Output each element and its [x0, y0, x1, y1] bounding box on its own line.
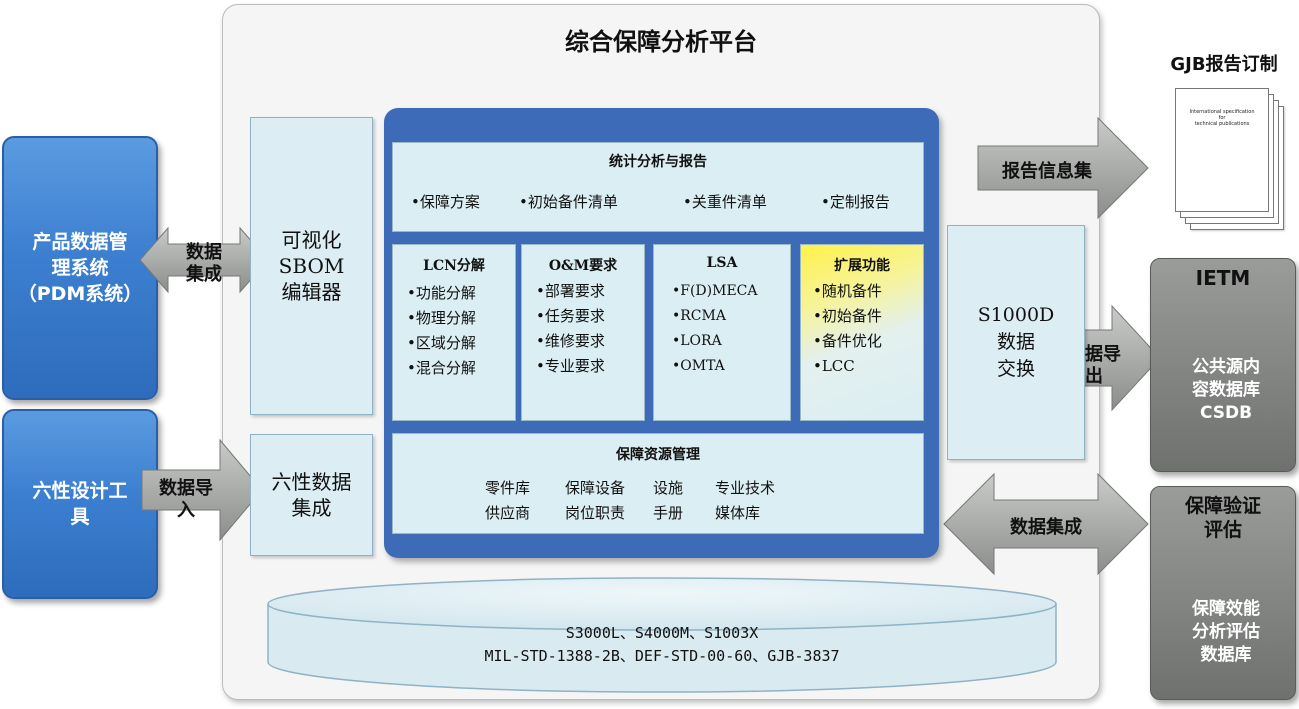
verification-box	[1150, 486, 1296, 700]
s1000d-exchange-box: S1000D 数据 交换	[947, 225, 1085, 460]
arrow-label-line: 数据	[186, 242, 222, 263]
stats-item: •定制报告	[821, 193, 890, 211]
six-line-2: 具	[70, 506, 90, 528]
data-integration-label-left: 数据 集成	[172, 242, 236, 286]
data-import-arrow	[141, 438, 263, 542]
report-document-icon: International specification for technica…	[1175, 88, 1269, 212]
stats-item: •初始备件清单	[519, 193, 618, 211]
lcn-item: •物理分解	[407, 309, 476, 327]
resource-item: 保障设备	[565, 479, 626, 497]
arrow-label-line: 出	[1085, 366, 1103, 387]
six-data-integration-box: 六性数据 集成	[250, 434, 373, 556]
lcn-panel: LCN分解 •功能分解 •物理分解 •区域分解 •混合分解	[392, 244, 516, 421]
stats-item: •关重件清单	[683, 193, 767, 211]
data-integration-label-right: 数据集成	[1010, 517, 1082, 538]
lcn-item: •区域分解	[407, 334, 476, 352]
doc-text: for	[1218, 115, 1226, 121]
s1000d-line: S1000D	[977, 304, 1055, 326]
lsa-panel: LSA •F(D)MECA •RCMA •LORA •OMTA	[653, 244, 791, 421]
lcn-item: •功能分解	[407, 284, 476, 302]
stats-title: 统计分析与报告	[609, 154, 707, 170]
extension-item: •随机备件	[813, 282, 882, 300]
standards-line: MIL-STD-1388-2B、DEF-STD-00-60、GJB-3837	[484, 647, 840, 665]
verification-title: 保障验证 评估	[1150, 494, 1296, 542]
extension-item: •LCC	[813, 357, 855, 375]
doc-text: International specification	[1189, 109, 1255, 115]
stats-report-panel: 统计分析与报告 •保障方案 •初始备件清单 •关重件清单 •定制报告	[392, 142, 924, 232]
extension-title: 扩展功能	[834, 258, 890, 274]
doc-text: technical publications	[1194, 121, 1250, 127]
csdb-line: 公共源内	[1192, 357, 1260, 377]
lsa-item: •F(D)MECA	[672, 283, 758, 299]
lcn-item: •混合分解	[407, 359, 476, 377]
csdb-label: 公共源内 容数据库 CSDB	[1164, 356, 1288, 425]
resource-item: 媒体库	[715, 504, 761, 522]
verification-db-line: 数据库	[1200, 645, 1252, 665]
report-info-label: 报告信息集	[1002, 161, 1092, 182]
lsa-title: LSA	[706, 255, 738, 271]
sbom-line: 编辑器	[281, 280, 342, 304]
resource-item: 岗位职责	[565, 504, 626, 522]
standards-text: S3000L、S4000M、S1003X MIL-STD-1388-2B、DEF…	[268, 622, 1056, 668]
lcn-title: LCN分解	[423, 258, 485, 274]
sbom-editor-box: 可视化 SBOM 编辑器	[250, 117, 373, 415]
s1000d-line: 数据	[996, 331, 1035, 353]
om-item: •专业要求	[536, 357, 605, 375]
gjb-title: GJB报告订制	[1170, 54, 1278, 75]
om-item: •部署要求	[536, 282, 605, 300]
six-data-line: 六性数据	[271, 470, 352, 494]
report-info-arrow	[977, 116, 1149, 220]
resource-item: 供应商	[485, 504, 531, 522]
csdb-line: CSDB	[1199, 403, 1253, 423]
om-panel: O&M要求 •部署要求 •任务要求 •维修要求 •专业要求	[521, 244, 645, 421]
resource-item: 零件库	[485, 479, 531, 497]
pdm-line-1: 产品数据管	[32, 231, 128, 253]
resource-item: 手册	[653, 504, 684, 522]
ietm-box	[1150, 258, 1296, 472]
arrow-label-line: 数据导	[159, 478, 213, 499]
om-item: •维修要求	[536, 332, 605, 350]
extension-item: •初始备件	[813, 307, 882, 325]
ietm-title: IETM	[1195, 266, 1251, 290]
extension-item: •备件优化	[813, 332, 882, 350]
pdm-line-2: 理系统	[51, 257, 109, 279]
six-design-tool-box: 六性设计工 具	[2, 409, 158, 599]
lsa-item: •RCMA	[672, 308, 726, 324]
verification-title-line: 评估	[1203, 519, 1242, 541]
verification-db-line: 保障效能	[1192, 599, 1260, 619]
arrow-label-line: 入	[177, 500, 195, 521]
platform-title: 综合保障分析平台	[565, 28, 757, 56]
om-item: •任务要求	[536, 307, 605, 325]
sbom-line: 可视化	[281, 228, 342, 252]
six-data-line: 集成	[291, 496, 332, 520]
six-line-1: 六性设计工	[32, 480, 128, 502]
verification-db-label: 保障效能 分析评估 数据库	[1164, 598, 1288, 667]
resource-item: 专业技术	[715, 479, 776, 497]
om-title: O&M要求	[548, 258, 618, 274]
data-import-label: 数据导 入	[148, 478, 224, 522]
pdm-line-3: （PDM系统）	[17, 283, 143, 305]
verification-title-line: 保障验证	[1184, 495, 1261, 517]
csdb-line: 容数据库	[1192, 380, 1260, 400]
stats-item: •保障方案	[411, 193, 480, 211]
verification-db-line: 分析评估	[1192, 622, 1260, 642]
resource-management-panel: 保障资源管理 零件库 保障设备 设施 专业技术 供应商 岗位职责 手册 媒体库	[392, 433, 924, 534]
resource-item: 设施	[653, 479, 684, 497]
arrow-label-line: 集成	[186, 264, 222, 285]
s1000d-line: 交换	[996, 358, 1035, 380]
resource-title: 保障资源管理	[616, 447, 700, 463]
data-integration-arrow-right	[943, 472, 1149, 576]
sbom-line: SBOM	[278, 254, 345, 278]
pdm-system-box: 产品数据管 理系统 （PDM系统）	[2, 136, 158, 400]
lsa-item: •LORA	[672, 333, 722, 349]
lsa-item: •OMTA	[672, 358, 725, 374]
extension-panel: 扩展功能 •随机备件 •初始备件 •备件优化 •LCC	[800, 244, 924, 421]
standards-line: S3000L、S4000M、S1003X	[565, 624, 759, 642]
